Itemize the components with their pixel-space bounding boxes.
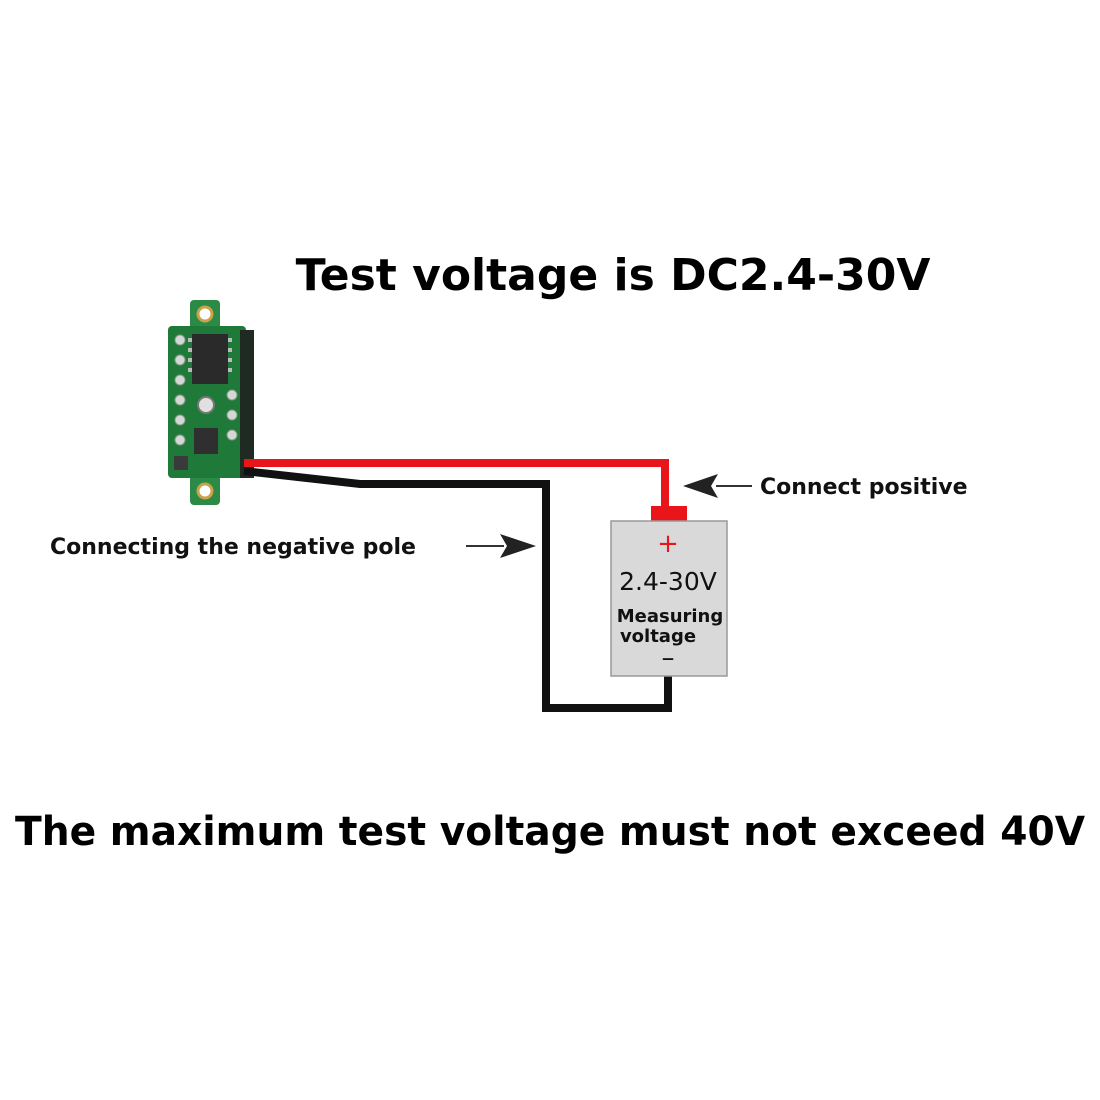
positive-pointer — [683, 474, 752, 498]
diagram-title: Test voltage is DC2.4-30V — [296, 250, 931, 301]
battery: + 2.4-30V Measuring voltage – — [610, 506, 728, 677]
red-positive-wire — [244, 459, 669, 510]
battery-minus-sign: – — [662, 643, 675, 673]
battery-positive-terminal — [651, 506, 687, 522]
black-negative-wire — [243, 467, 672, 712]
trimmer-potentiometer — [197, 396, 215, 414]
voltmeter-module — [168, 300, 254, 505]
label-connect-positive: Connect positive — [760, 475, 968, 500]
battery-label-line2: voltage — [620, 626, 696, 647]
negative-pointer — [466, 534, 536, 558]
solder-pads — [174, 334, 238, 446]
negative-arrow-icon — [500, 534, 536, 558]
bottom-mount-hole — [196, 482, 214, 500]
max-voltage-warning: The maximum test voltage must not exceed… — [15, 809, 1085, 855]
display-edge — [240, 330, 254, 478]
battery-plus-sign: + — [657, 529, 679, 559]
small-component — [174, 456, 188, 470]
regulator-chip — [194, 428, 218, 454]
chip-pins — [188, 338, 232, 372]
label-connect-negative: Connecting the negative pole — [50, 535, 416, 560]
top-mount-hole — [196, 305, 214, 323]
ic-chip — [192, 334, 228, 384]
positive-arrow-icon — [683, 474, 718, 498]
battery-body — [610, 520, 728, 677]
battery-label-line1: Measuring — [617, 606, 724, 627]
battery-voltage-range: 2.4-30V — [619, 567, 717, 596]
